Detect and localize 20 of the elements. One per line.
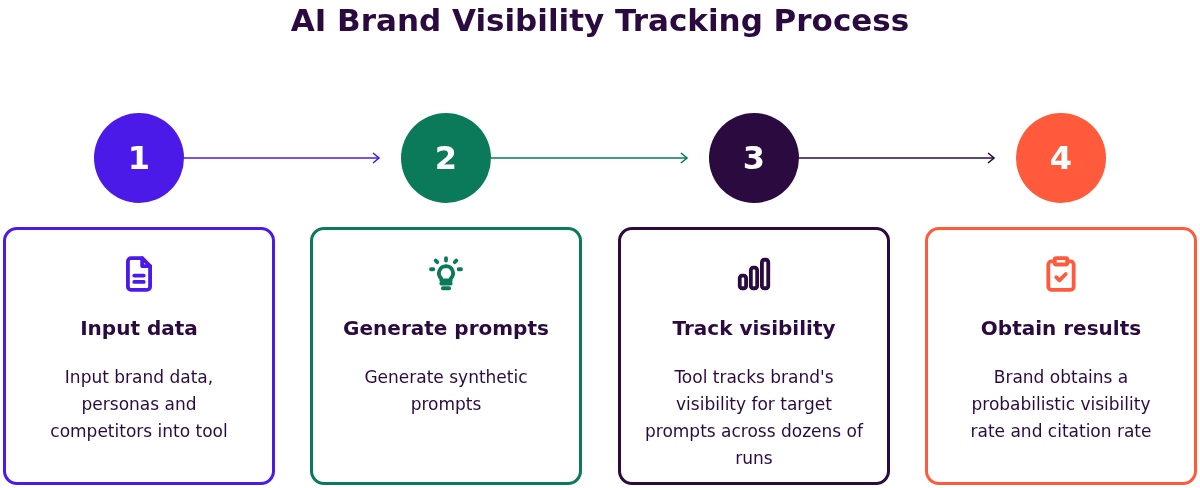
step-description: Generate synthetic prompts [363,366,529,416]
step-description: Brand obtains a probabilistic visibility rate and citation rate [969,366,1153,443]
step-description: Input brand data, personas and competitors into tool [49,366,229,443]
step-heading: Track visibility [671,316,837,340]
arrow [490,152,688,164]
step-heading: Generate prompts [342,316,550,340]
step-card [310,227,582,485]
step-heading: Input data [79,316,199,340]
arrow [183,152,380,164]
step-card [925,227,1197,485]
step-description: Tool tracks brand's visibility for target prompts across dozens of runs [645,366,863,470]
step-heading: Obtain results [979,316,1143,340]
step-number: 4 [1049,139,1073,177]
step-card [618,227,890,485]
step-number: 2 [434,139,458,177]
arrow [798,152,995,164]
diagram-title: AI Brand Visibility Tracking Process [289,2,911,38]
step-number: 3 [742,139,766,177]
step-number: 1 [127,139,151,177]
step-card [3,227,275,485]
